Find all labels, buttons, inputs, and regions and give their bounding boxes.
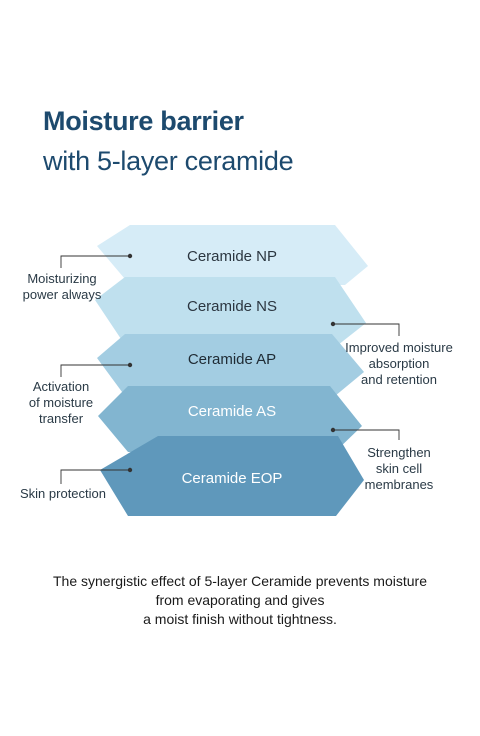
layer-shape-ns xyxy=(95,277,366,345)
leader-moisturizing xyxy=(60,253,133,268)
annotation-skin-protection: Skin protection xyxy=(14,486,112,502)
annotation-strengthen-line-2: skin cell xyxy=(375,461,423,476)
annotation-activation-line-2: of moisture xyxy=(28,395,94,410)
annotation-activation-line-1: Activation xyxy=(32,379,90,394)
annotation-improved-line-1: Improved moisture xyxy=(345,340,453,355)
annotation-moisturizing: Moisturizing power always xyxy=(17,271,107,303)
layer-ceramide-eop: Ceramide EOP xyxy=(100,436,364,516)
footer-line-1: The synergistic effect of 5-layer Cerami… xyxy=(52,573,427,589)
layer-ceramide-ns: Ceramide NS xyxy=(95,277,366,345)
title-line-2: with 5-layer ceramide xyxy=(43,146,294,176)
layer-shape-np xyxy=(97,225,368,285)
annotation-strengthen-line-1: Strengthen xyxy=(367,445,431,460)
annotation-strengthen: Strengthen skin cell membranes xyxy=(361,445,437,493)
layer-shape-as xyxy=(98,386,362,452)
title-line-1: Moisture barrier xyxy=(43,106,244,136)
annotation-improved-line-3: and retention xyxy=(361,372,437,387)
layer-label-np: Ceramide NP xyxy=(187,248,277,265)
footer-description: The synergistic effect of 5-layer Cerami… xyxy=(0,572,480,629)
annotation-improved: Improved moisture absorption and retenti… xyxy=(340,340,458,388)
annotation-activation: Activation of moisture transfer xyxy=(21,379,101,427)
leader-skin-protection xyxy=(60,467,133,484)
annotation-moisturizing-line-1: Moisturizing xyxy=(27,271,97,286)
leader-improved xyxy=(330,321,400,336)
leader-activation xyxy=(60,362,133,377)
footer-line-2: from evaporating and gives xyxy=(155,592,325,608)
layer-ceramide-as: Ceramide AS xyxy=(98,386,362,452)
footer-line-3: a moist finish without tightness. xyxy=(143,611,337,627)
layer-ceramide-ap: Ceramide AP xyxy=(97,334,364,396)
annotation-moisturizing-line-2: power always xyxy=(22,287,102,302)
layer-shape-ap xyxy=(97,334,364,396)
layer-ceramide-np: Ceramide NP xyxy=(97,225,368,285)
annotation-improved-line-2: absorption xyxy=(368,356,430,371)
leader-strengthen xyxy=(330,427,400,440)
annotation-strengthen-line-3: membranes xyxy=(364,477,434,492)
layer-label-eop: Ceramide EOP xyxy=(182,470,283,487)
layer-label-ap: Ceramide AP xyxy=(188,351,276,368)
annotation-activation-line-3: transfer xyxy=(38,411,84,426)
layer-label-ns: Ceramide NS xyxy=(187,298,277,315)
layer-label-as: Ceramide AS xyxy=(188,403,276,420)
annotation-skin-protection-line-1: Skin protection xyxy=(20,486,106,501)
layer-shape-eop xyxy=(100,436,364,516)
